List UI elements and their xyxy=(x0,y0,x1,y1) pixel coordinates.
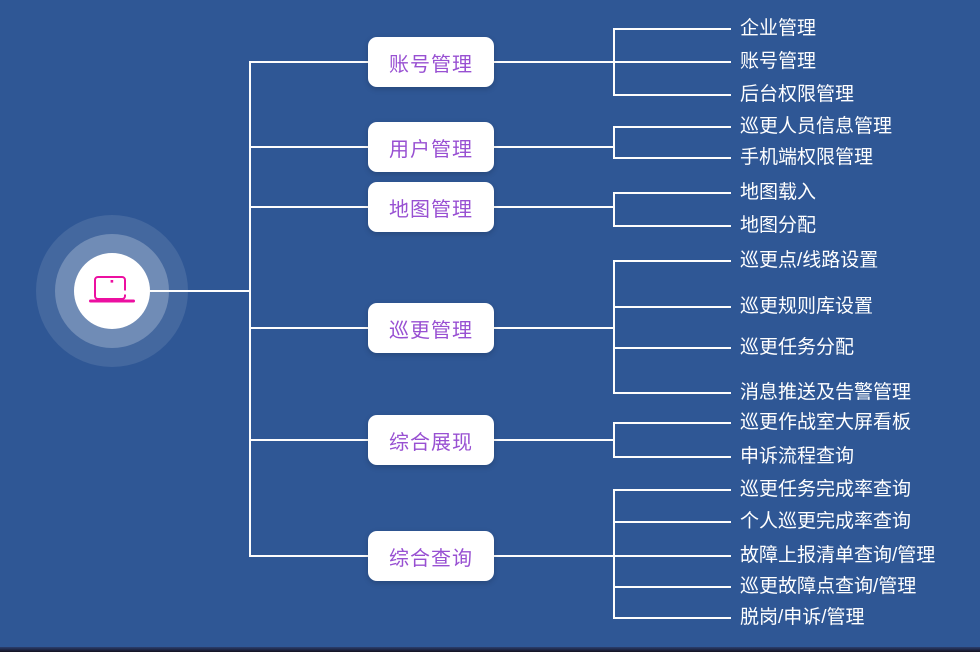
connector-line xyxy=(250,555,368,557)
connector-line xyxy=(613,586,731,588)
leaf-label: 消息推送及告警管理 xyxy=(740,382,912,403)
branch-node: 巡更管理 xyxy=(368,303,494,353)
connector-line xyxy=(613,489,731,491)
leaf-label: 巡更作战室大屏看板 xyxy=(740,412,912,433)
branch-node-label: 综合展现 xyxy=(389,431,473,454)
connector-line xyxy=(494,439,614,441)
leaf-label: 申诉流程查询 xyxy=(740,446,855,467)
leaf-label: 巡更点/线路设置 xyxy=(740,250,879,271)
connector-line xyxy=(494,61,614,63)
connector-line xyxy=(613,489,615,619)
leaf-label: 企业管理 xyxy=(740,18,817,39)
connector-line xyxy=(613,192,615,227)
connector-line xyxy=(494,327,614,329)
connector-line xyxy=(613,61,731,63)
connector-line xyxy=(613,555,731,557)
connector-line xyxy=(494,555,614,557)
leaf-label: 后台权限管理 xyxy=(740,84,855,105)
branch-node: 用户管理 xyxy=(368,122,494,172)
connector-line xyxy=(613,521,731,523)
leaf-label: 巡更任务分配 xyxy=(740,337,855,358)
branch-node-label: 账号管理 xyxy=(389,53,473,76)
connector-line xyxy=(250,146,368,148)
connector-line xyxy=(613,157,731,159)
connector-line xyxy=(249,61,251,557)
leaf-label: 个人巡更完成率查询 xyxy=(740,511,912,532)
connector-line xyxy=(613,422,731,424)
leaf-label: 巡更故障点查询/管理 xyxy=(740,576,917,597)
leaf-label: 故障上报清单查询/管理 xyxy=(740,545,936,566)
connector-line xyxy=(613,306,731,308)
connector-line xyxy=(613,617,731,619)
connector-line xyxy=(494,206,614,208)
branch-node: 综合展现 xyxy=(368,415,494,465)
connector-line xyxy=(613,392,731,394)
connector-line xyxy=(150,290,251,292)
branch-node-label: 用户管理 xyxy=(389,138,473,161)
connector-line xyxy=(250,439,368,441)
branch-node: 地图管理 xyxy=(368,182,494,232)
leaf-label: 地图分配 xyxy=(740,215,817,236)
root-node xyxy=(74,253,150,329)
branch-node: 账号管理 xyxy=(368,37,494,87)
connector-line xyxy=(613,347,731,349)
leaf-label: 账号管理 xyxy=(740,51,817,72)
connector-line xyxy=(613,192,731,194)
leaf-label: 脱岗/申诉/管理 xyxy=(740,607,865,628)
leaf-label: 巡更任务完成率查询 xyxy=(740,479,912,500)
leaf-label: 地图载入 xyxy=(740,182,817,203)
leaf-label: 手机端权限管理 xyxy=(740,147,874,168)
connector-line xyxy=(613,260,731,262)
branch-node: 综合查询 xyxy=(368,531,494,581)
connector-line xyxy=(613,456,731,458)
connector-line xyxy=(613,28,731,30)
leaf-label: 巡更规则库设置 xyxy=(740,296,874,317)
connector-line xyxy=(613,225,731,227)
connector-line xyxy=(613,126,615,159)
leaf-label: 巡更人员信息管理 xyxy=(740,116,893,137)
branch-node-label: 巡更管理 xyxy=(389,319,473,342)
connector-line xyxy=(613,260,615,394)
connector-line xyxy=(250,327,368,329)
laptop-icon xyxy=(89,276,135,303)
connector-line xyxy=(613,126,731,128)
branch-node-label: 综合查询 xyxy=(389,547,473,570)
connector-line xyxy=(613,94,731,96)
branch-node-label: 地图管理 xyxy=(389,198,473,221)
connector-line xyxy=(250,61,368,63)
connector-line xyxy=(250,206,368,208)
connector-line xyxy=(613,422,615,458)
bottom-edge-strip xyxy=(0,647,980,652)
connector-line xyxy=(494,146,614,148)
